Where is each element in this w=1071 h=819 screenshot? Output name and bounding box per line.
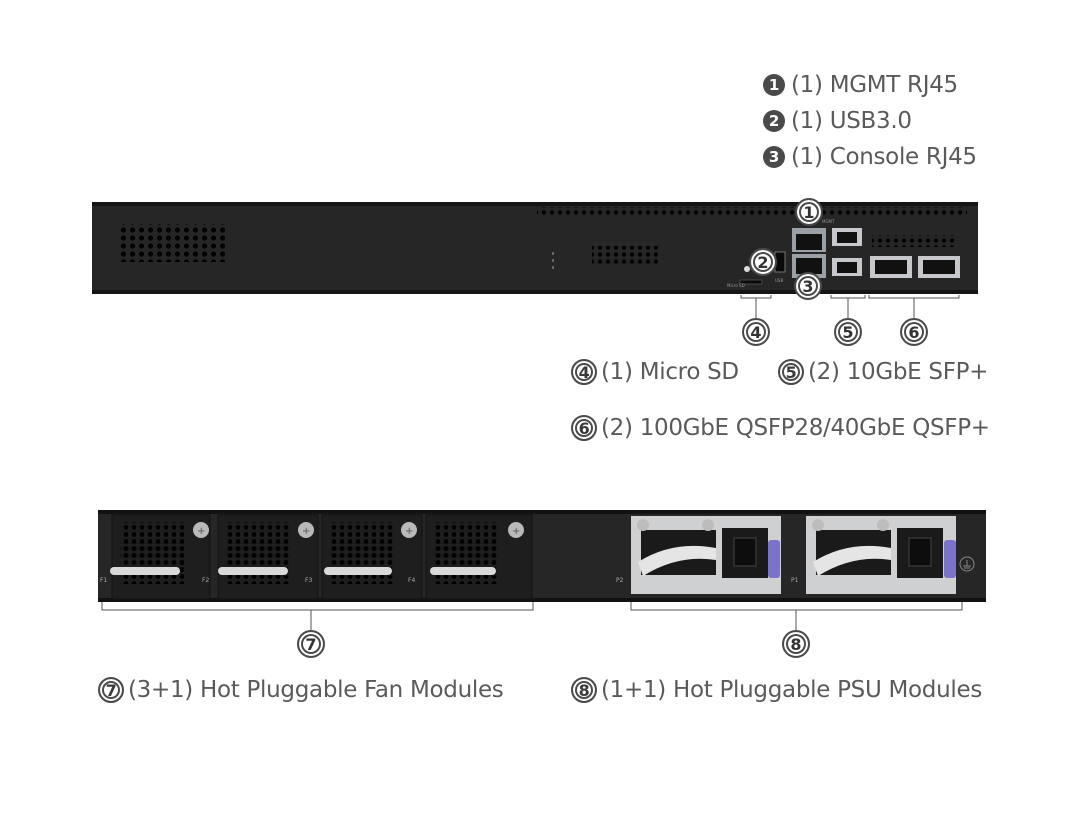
callout-2: 2	[749, 248, 777, 276]
legend-qsfp: 6 (2) 100GbE QSFP28/40GbE QSFP+	[571, 415, 990, 441]
vent-left	[118, 224, 226, 262]
psu-label-1: P1	[791, 577, 799, 584]
fan-module-3[interactable]: +	[321, 514, 423, 600]
callout-4: 4	[742, 318, 770, 346]
legend-number: 8	[571, 677, 597, 703]
svg-text:+: +	[512, 526, 520, 537]
vent-right	[872, 235, 958, 247]
legend-mgmt-rj45: 1 (1) MGMT RJ45	[763, 72, 958, 98]
legend-sfp: 5 (2) 10GbE SFP+	[778, 359, 989, 385]
front-port-brackets	[740, 295, 960, 318]
psu-label-2: P2	[616, 577, 624, 584]
fan-label-2: F2	[202, 577, 209, 584]
legend-text: (1) MGMT RJ45	[791, 72, 958, 98]
legend-text: (1) Console RJ45	[791, 144, 977, 170]
fan-slot-labels: F1 F2 F3 F4	[100, 577, 415, 584]
fan-label-3: F3	[305, 577, 312, 584]
legend-micro-sd: 4 (1) Micro SD	[571, 359, 739, 385]
legend-number: 3	[763, 146, 785, 168]
legend-psu-modules: 8 (1+1) Hot Pluggable PSU Modules	[571, 677, 982, 703]
fan-label-4: F4	[408, 577, 415, 584]
mgmt-label: MGMT	[822, 219, 835, 224]
callout-5: 5	[834, 318, 862, 346]
legend-fan-modules: 7 (3+1) Hot Pluggable Fan Modules	[98, 677, 504, 703]
svg-text:+: +	[197, 526, 205, 537]
legend-usb: 2 (1) USB3.0	[763, 108, 912, 134]
legend-console-rj45: 3 (1) Console RJ45	[763, 144, 977, 170]
svg-text:+: +	[405, 526, 413, 537]
fan-label-1: F1	[100, 577, 107, 584]
rear-brackets	[101, 602, 963, 630]
status-leds	[552, 252, 554, 269]
fan-module-1[interactable]: +	[110, 514, 211, 600]
svg-text:+: +	[302, 526, 310, 537]
callout-7: 7	[297, 630, 325, 658]
legend-text: (2) 10GbE SFP+	[808, 359, 989, 385]
callout-3: 3	[794, 272, 822, 300]
legend-text: (3+1) Hot Pluggable Fan Modules	[128, 677, 504, 703]
vent-top	[537, 207, 967, 217]
fan-module-2[interactable]: +	[217, 514, 319, 600]
legend-number: 5	[778, 359, 804, 385]
rear-panel-chassis: + + + + F1 F2 F3 F4	[98, 510, 986, 602]
micro-sd-label: Micro SD	[727, 283, 745, 288]
legend-number: 1	[763, 74, 785, 96]
legend-number: 2	[763, 110, 785, 132]
legend-text: (1+1) Hot Pluggable PSU Modules	[601, 677, 983, 703]
callout-8: 8	[782, 630, 810, 658]
legend-number: 7	[98, 677, 124, 703]
callout-1: 1	[795, 198, 823, 226]
usb-label: USB	[775, 278, 783, 283]
reset-pin[interactable]	[744, 266, 750, 272]
psu-module-1[interactable]	[806, 516, 956, 594]
legend-number: 4	[571, 359, 597, 385]
psu-slot-labels: P2 P1	[616, 577, 799, 584]
front-panel-chassis: MGMT USB Micro SD	[92, 202, 978, 294]
legend-text: (1) Micro SD	[601, 359, 739, 385]
ground-icon	[959, 556, 975, 572]
legend-number: 6	[571, 415, 597, 441]
psu-module-2[interactable]	[631, 516, 781, 594]
vent-mid	[592, 246, 658, 264]
legend-text: (1) USB3.0	[791, 108, 912, 134]
callout-6: 6	[900, 318, 928, 346]
legend-text: (2) 100GbE QSFP28/40GbE QSFP+	[601, 415, 990, 441]
fan-module-4[interactable]: +	[425, 514, 533, 600]
micro-sd-slot[interactable]	[739, 279, 763, 285]
